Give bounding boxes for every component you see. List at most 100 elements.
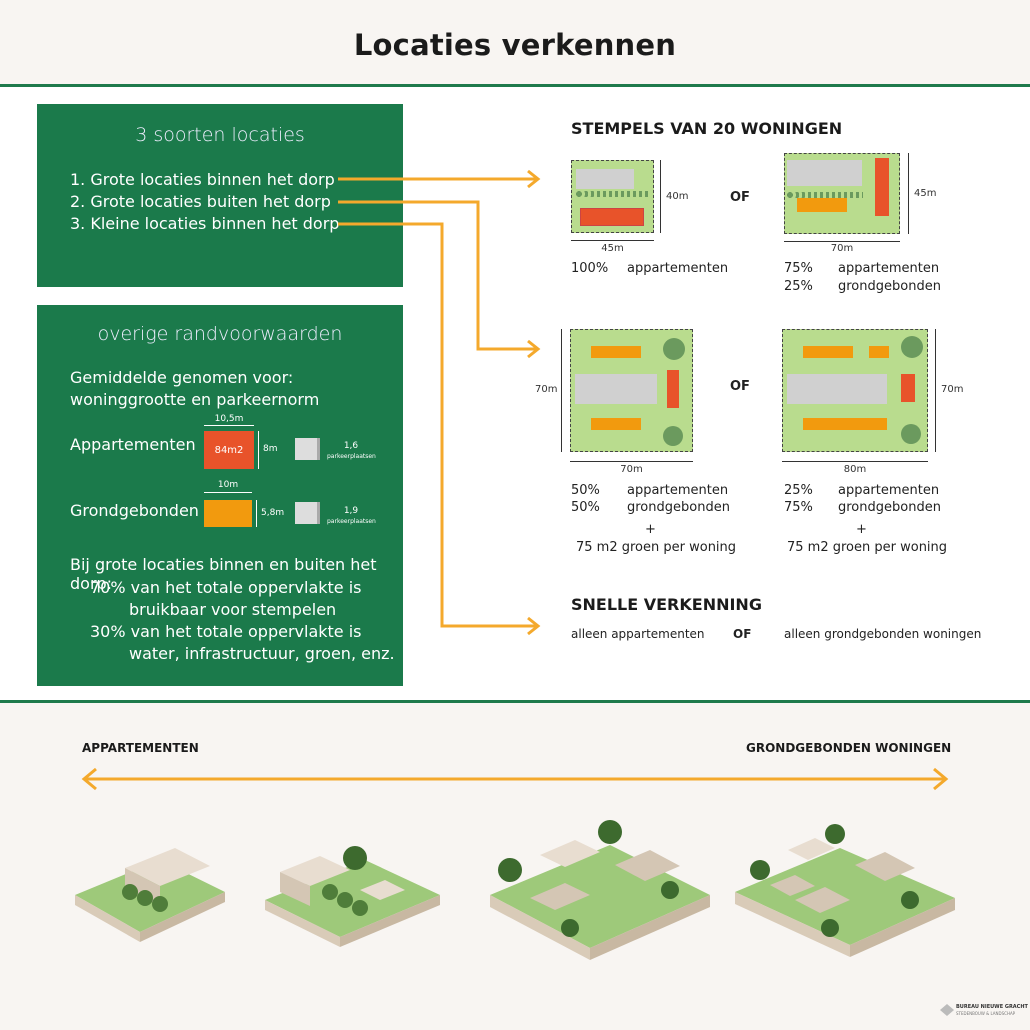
parking-block-2 [295, 502, 320, 524]
stamp4-w-line [782, 461, 928, 462]
divider-bottom [0, 700, 1030, 703]
spectrum-arrow [81, 767, 949, 791]
apartments-parking: 1,6 [343, 441, 359, 451]
arrow-head-3 [527, 616, 541, 636]
stamp3-houses-top [591, 346, 641, 358]
stamp2-height: 45m [914, 188, 937, 199]
stamp4-type2: grondgebonden [838, 500, 941, 515]
quick-or: OF [733, 627, 752, 641]
stamp2-h-line [908, 153, 909, 234]
stamp1-width: 45m [601, 243, 624, 254]
page-title: Locaties verkennen [353, 28, 677, 62]
stamp3-green: 75 m2 groen per woning [576, 540, 737, 555]
stamp4-pct1: 25% [784, 483, 813, 498]
footer-line-4: 30% van het totale oppervlakte is [90, 622, 362, 641]
arrow-head-1 [527, 169, 541, 189]
stamp2-type1: appartementen [838, 261, 940, 276]
stamp1-parking [576, 169, 634, 189]
grond-width: 10m [217, 480, 239, 490]
apartments-height-line [258, 431, 259, 469]
flow-arrows [338, 169, 541, 636]
grond-width-line [204, 492, 252, 493]
stamp4-h-line [935, 329, 936, 452]
stamp4-parking [787, 374, 887, 404]
stamp4-houses-top-2 [869, 346, 889, 358]
apartments-label: Appartementen [70, 435, 196, 454]
model-2-image [265, 846, 440, 947]
apartments-width-line [204, 425, 254, 426]
model-3-image [490, 820, 710, 960]
stamp-or-1: OF [730, 190, 750, 205]
stamp1-building [580, 208, 644, 226]
footer-line-1: Bij grote locaties binnen en buiten het … [70, 555, 377, 593]
stamp2-houses [797, 198, 847, 212]
stamp2-pct2: 25% [784, 279, 813, 294]
stamp1-trees [576, 191, 648, 197]
locations-box: 3 soorten locaties 1. Grote locaties bin… [37, 104, 403, 287]
header [0, 0, 1030, 84]
location-item-3: 3. Kleine locaties binnen het dorp [70, 214, 340, 233]
stamp4-type1: appartementen [838, 483, 940, 498]
stamp2-width: 70m [830, 243, 854, 254]
grond-height: 5,8m [261, 508, 285, 518]
grond-height-line [256, 500, 257, 527]
conditions-box-title: overige randvoorwaarden [97, 323, 343, 345]
stamp2-parking [787, 160, 862, 186]
stamp1-height: 40m [666, 191, 689, 202]
stamp3-type1: appartementen [627, 483, 729, 498]
stamp-map-1 [571, 160, 654, 233]
divider-top [0, 84, 1030, 87]
apartments-width: 10,5m [214, 414, 244, 424]
stamp4-houses-top-1 [803, 346, 853, 358]
arrow-line-2 [338, 200, 538, 351]
bottom-right-label: GRONDGEBONDEN WONINGEN [746, 741, 952, 755]
stamp-or-2: OF [730, 379, 750, 394]
apartments-unit-block: 84m2 [204, 431, 254, 469]
location-item-2: 2. Grote locaties buiten het dorp [70, 192, 331, 211]
stamp1-h-line [660, 160, 661, 233]
conditions-intro-1: Gemiddelde genomen voor: [70, 368, 294, 387]
stamp3-pct1: 50% [571, 483, 600, 498]
model-1-image [75, 848, 225, 942]
stamp3-plus: + [645, 522, 656, 537]
apartments-parking-label: parkeerplaatsen [327, 453, 376, 460]
stamp4-plus: + [856, 522, 867, 537]
stamp2-type2: grondgebonden [838, 279, 941, 294]
footer-line-5: water, infrastructuur, groen, enz. [129, 644, 395, 663]
locations-box-title: 3 soorten locaties [135, 124, 305, 146]
quick-right: alleen grondgebonden woningen [784, 627, 982, 641]
arrow-head-2 [527, 339, 541, 359]
stamp3-houses-bottom [591, 418, 641, 430]
stamp2-building [875, 158, 889, 216]
grond-label: Grondgebonden [70, 501, 199, 520]
apartments-height: 8m [263, 444, 278, 454]
grond-unit-block [204, 500, 252, 527]
stamp3-building [667, 370, 679, 408]
stamp-map-2 [784, 153, 900, 234]
stamp4-height: 70m [941, 384, 964, 395]
stamp4-width: 80m [843, 464, 867, 475]
conditions-box: overige randvoorwaarden Gemiddelde genom… [37, 305, 403, 686]
stamp3-h-line [561, 329, 562, 452]
quick-left: alleen appartementen [571, 627, 705, 641]
grond-parking: 1,9 [343, 506, 359, 516]
logo-sub: STEDENBOUW & LANDSCHAP [956, 1011, 1016, 1016]
stamp4-tree-1 [901, 336, 923, 358]
model-illustrations [75, 820, 955, 960]
stamp3-tree-2 [663, 426, 683, 446]
model-4-image [735, 824, 955, 957]
stamp3-height: 70m [535, 384, 558, 395]
stamp2-w-line [784, 241, 900, 242]
stamps-title: STEMPELS VAN 20 WONINGEN [571, 119, 843, 138]
conditions-intro-2: woninggrootte en parkeernorm [70, 390, 320, 409]
grond-parking-label: parkeerplaatsen [327, 518, 376, 525]
stamp-map-3 [570, 329, 693, 452]
quick-title: SNELLE VERKENNING [571, 595, 762, 614]
stamp3-w-line [570, 461, 693, 462]
stamp3-pct2: 50% [571, 500, 600, 515]
stamp2-pct1: 75% [784, 261, 813, 276]
bottom-left-label: APPARTEMENTEN [82, 741, 199, 755]
logo-name: BUREAU NIEUWE GRACHT [956, 1004, 1028, 1010]
stamp2-trees [787, 192, 863, 198]
stamp1-type1: appartementen [627, 261, 729, 276]
